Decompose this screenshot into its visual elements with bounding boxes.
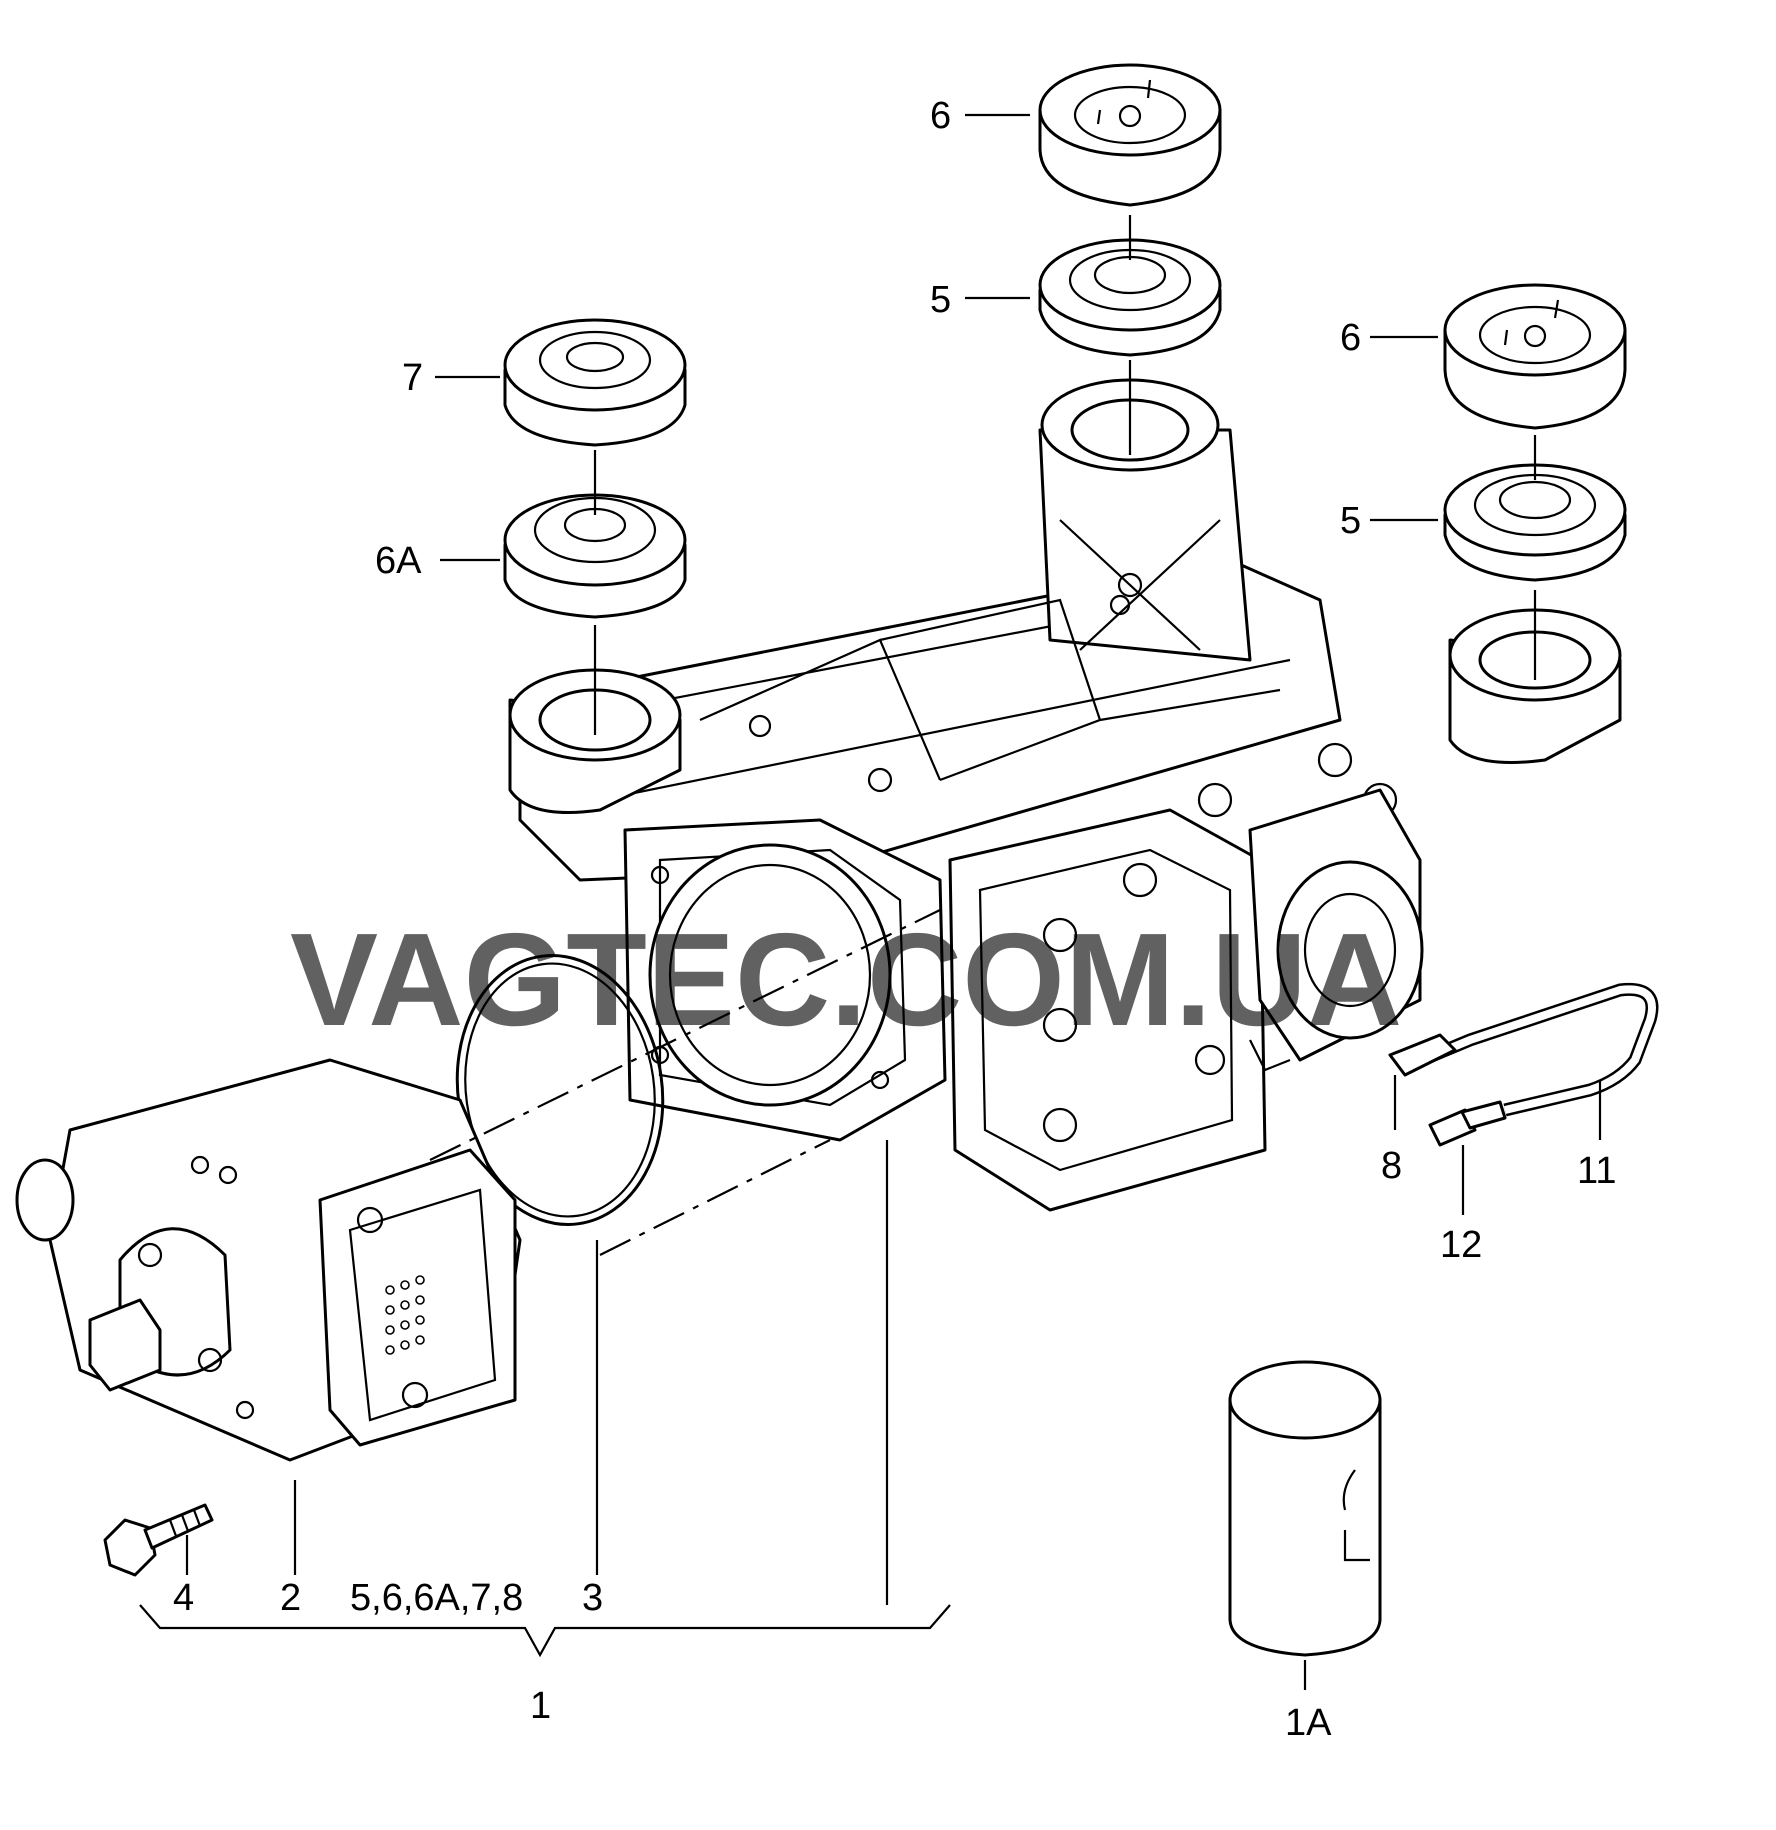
callout-1a: 1A <box>1285 1702 1332 1744</box>
callout-5-right: 5 <box>1340 500 1361 542</box>
callout-6a: 6A <box>375 540 422 582</box>
control-unit <box>15 1058 522 1462</box>
mount-5-right <box>1443 463 1627 582</box>
callout-3: 3 <box>582 1577 603 1619</box>
differential-housing <box>623 742 1424 1212</box>
mount-6a <box>503 493 687 619</box>
callout-11: 11 <box>1577 1150 1616 1192</box>
callout-4: 4 <box>173 1577 194 1619</box>
mount-6-top <box>1038 63 1222 207</box>
bolt <box>103 1503 214 1577</box>
callout-12: 12 <box>1440 1224 1482 1266</box>
callout-6-top: 6 <box>930 95 951 137</box>
hose-fitting-8 <box>1388 1033 1457 1077</box>
callout-5-top: 5 <box>930 279 951 321</box>
callout-labels: 6 5 6 5 7 6A 8 11 12 1A 4 2 5,6,6A,7,8 3… <box>173 95 1616 1744</box>
mount-5-top <box>1038 238 1222 357</box>
vent-hose <box>1407 982 1659 1117</box>
callout-1: 1 <box>530 1685 551 1727</box>
breather-valve-12 <box>1428 1100 1507 1147</box>
mount-6-right <box>1443 283 1627 430</box>
callout-7: 7 <box>402 357 423 399</box>
callout-8: 8 <box>1381 1145 1402 1187</box>
mount-7 <box>503 318 687 447</box>
callout-group-list: 5,6,6A,7,8 <box>350 1577 523 1619</box>
fluid-can <box>1228 1360 1382 1657</box>
watermark: VAGTEC.COM.UA <box>290 906 1402 1053</box>
axle-carrier <box>508 378 1622 882</box>
callout-2: 2 <box>280 1577 301 1619</box>
callout-6-right: 6 <box>1340 317 1361 359</box>
leader-lines <box>139 113 1602 1690</box>
